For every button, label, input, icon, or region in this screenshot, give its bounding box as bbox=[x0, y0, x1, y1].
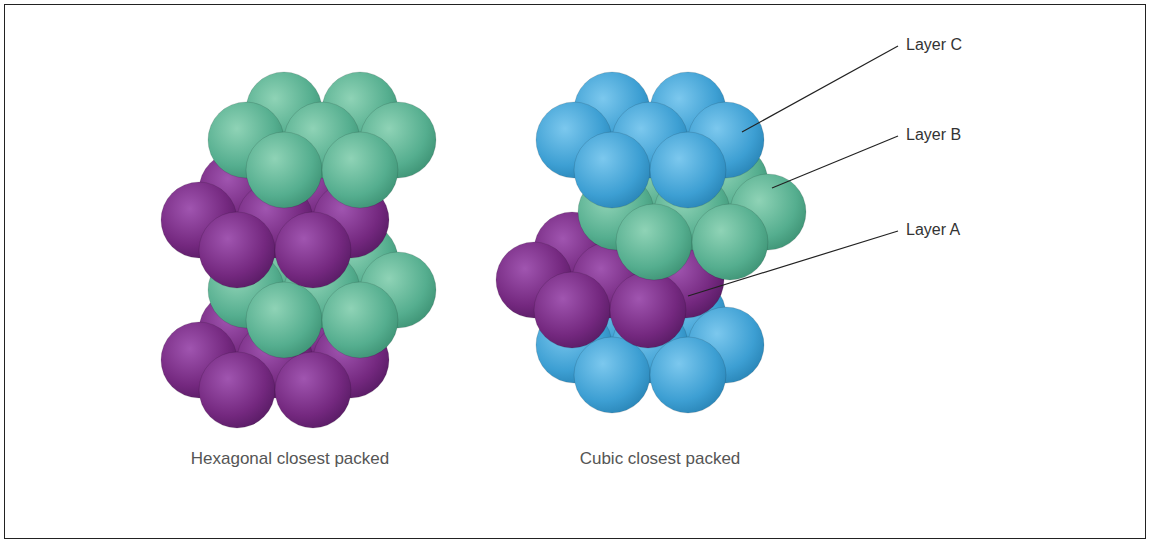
layer-label: Layer A bbox=[906, 221, 960, 239]
atom-sphere bbox=[246, 282, 322, 358]
packing-caption: Hexagonal closest packed bbox=[190, 448, 390, 471]
atom-sphere bbox=[322, 132, 398, 208]
leader-line bbox=[688, 231, 898, 296]
atom-sphere bbox=[199, 352, 275, 428]
atom-sphere bbox=[650, 337, 726, 413]
atom-sphere bbox=[199, 212, 275, 288]
frame-border bbox=[5, 5, 1146, 539]
layer-label: Layer B bbox=[906, 126, 961, 144]
atom-sphere bbox=[534, 272, 610, 348]
leader-line bbox=[742, 46, 898, 132]
atom-sphere bbox=[322, 282, 398, 358]
atom-sphere bbox=[275, 352, 351, 428]
layer-label: Layer C bbox=[906, 36, 962, 54]
atom-sphere bbox=[692, 204, 768, 280]
atom-sphere bbox=[275, 212, 351, 288]
sphere-stacks bbox=[161, 72, 806, 428]
atom-sphere bbox=[610, 272, 686, 348]
leader-lines bbox=[688, 46, 898, 296]
atom-sphere bbox=[616, 204, 692, 280]
leader-line bbox=[772, 136, 898, 188]
atom-sphere bbox=[574, 132, 650, 208]
atom-sphere bbox=[574, 337, 650, 413]
atom-sphere bbox=[246, 132, 322, 208]
atom-sphere bbox=[650, 132, 726, 208]
packing-caption: Cubic closest packed bbox=[560, 448, 760, 471]
